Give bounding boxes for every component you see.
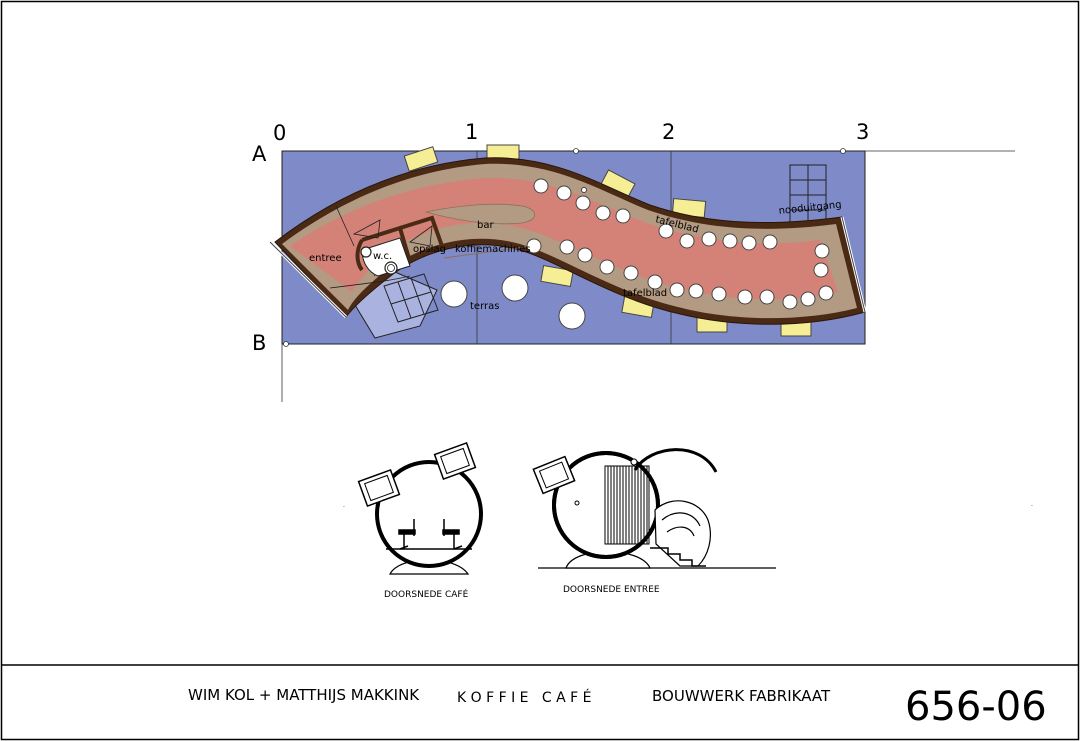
table (759, 289, 775, 305)
table (623, 265, 639, 281)
table (577, 247, 593, 263)
entree-stair (650, 500, 711, 567)
grid-point (840, 148, 846, 154)
grid-label-3: 3 (856, 120, 869, 144)
title-category: BOUWWERK FABRIKAAT (652, 687, 831, 705)
table (679, 233, 695, 249)
title-authors: WIM KOL + MATTHIJS MAKKINK (188, 686, 420, 704)
table (556, 185, 572, 201)
table (526, 238, 542, 254)
table (722, 233, 738, 249)
table (599, 259, 615, 275)
grid-label-b: B (252, 331, 266, 355)
table (559, 239, 575, 255)
entree-window (532, 455, 576, 495)
wc-wall (355, 238, 364, 272)
table (688, 283, 704, 299)
cafe-furniture (398, 519, 463, 550)
table (737, 289, 753, 305)
grid-label-0: 0 (273, 121, 286, 145)
table (615, 208, 631, 224)
door-pin (574, 500, 580, 506)
caption-doorsnede-entree: DOORSNEDE ENTREE (563, 585, 660, 595)
grid-point (573, 148, 579, 154)
table (701, 231, 717, 247)
chair (540, 264, 574, 288)
table (813, 262, 829, 278)
label-entree: entree (309, 253, 342, 264)
table (533, 178, 549, 194)
entree-door-arc (633, 448, 718, 473)
grid-label-a: A (252, 142, 267, 166)
mark-dot: · (343, 504, 345, 511)
cafe-window-right (433, 442, 477, 480)
counter-line (443, 245, 533, 259)
tables (526, 178, 834, 310)
table (658, 223, 674, 239)
section-cafe: DOORSNEDE CAFÉ (357, 442, 483, 600)
table (711, 286, 727, 302)
cafe-window-left (357, 469, 401, 507)
grid-label-2: 2 (662, 120, 675, 144)
interior-floor (290, 177, 838, 300)
label-koffiemachines: koffiemachines (455, 244, 531, 255)
door-knob (630, 458, 638, 466)
table-small (581, 187, 587, 193)
table (647, 274, 663, 290)
sink-fixture (384, 261, 398, 275)
stair-grid (383, 273, 439, 323)
label-opslag: opslag (413, 244, 446, 255)
grid-label-1: 1 (465, 120, 478, 144)
table (595, 205, 611, 221)
table (762, 234, 778, 250)
table (575, 195, 591, 211)
section-entree: DOORSNEDE ENTREE (532, 448, 776, 595)
label-tafelblad-bottom: tafelblad (623, 288, 667, 299)
table (814, 243, 830, 259)
terrace-table (501, 274, 529, 302)
label-bar: bar (477, 220, 494, 231)
exit-facade-line (841, 216, 866, 313)
door-swings (329, 205, 433, 289)
caption-doorsnede-cafe: DOORSNEDE CAFÉ (384, 588, 469, 600)
storage-wall (399, 215, 444, 247)
entree-door-hatch (604, 465, 650, 545)
bar-counter (425, 203, 536, 225)
terrace-tables (440, 274, 586, 330)
table (800, 291, 816, 307)
mark-dot: · (1031, 503, 1033, 510)
table (818, 285, 834, 301)
floor-plan: 0 1 2 3 A B (252, 120, 1015, 402)
table (741, 235, 757, 251)
table (782, 294, 798, 310)
chair (403, 146, 439, 172)
label-terras: terras (470, 301, 499, 312)
drawing-number: 656-06 (905, 684, 1047, 730)
table (669, 282, 685, 298)
entrance-facade-line (269, 241, 347, 318)
sink-fixture-inner (387, 264, 395, 272)
emergency-stair (789, 164, 827, 226)
entree-tube-outline (552, 451, 660, 559)
terrace-table (558, 302, 586, 330)
toilet-fixture (360, 246, 372, 258)
title-project: K O F F I E C A F É (457, 689, 591, 706)
label-wc: w.c. (373, 251, 392, 262)
title-block: WIM KOL + MATTHIJS MAKKINK K O F F I E C… (188, 684, 1047, 730)
grid-point (283, 341, 289, 347)
chair (486, 144, 520, 160)
terrace-table (440, 280, 468, 308)
partitions (355, 215, 444, 272)
cafe-tube (375, 460, 483, 568)
